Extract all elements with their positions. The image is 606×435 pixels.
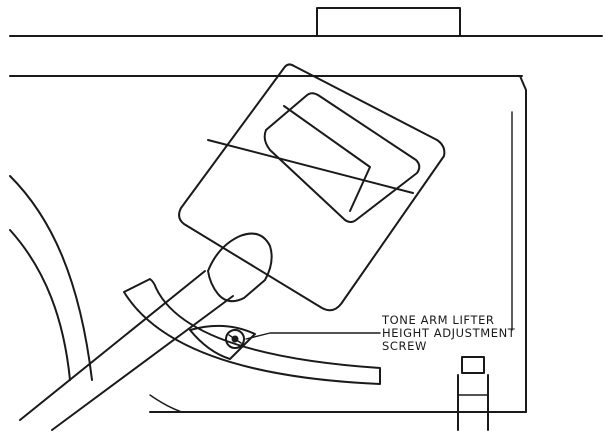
lifter-arm	[123, 278, 381, 385]
adjustment-screw	[225, 329, 245, 349]
platter-edge	[9, 175, 183, 413]
top-cover	[9, 7, 603, 37]
callout-line-3: SCREW	[382, 339, 427, 353]
plinth-outline	[9, 75, 527, 413]
callout-line-2: HEIGHT ADJUSTMENT	[382, 326, 516, 340]
tone-arm	[19, 232, 273, 431]
callout-leader	[245, 332, 381, 340]
cartridge-headshell	[178, 63, 446, 312]
side-latch	[457, 356, 489, 431]
callout-line-1: TONE ARM LIFTER	[382, 313, 495, 327]
callout-label: TONE ARM LIFTER HEIGHT ADJUSTMENT SCREW	[382, 314, 515, 353]
